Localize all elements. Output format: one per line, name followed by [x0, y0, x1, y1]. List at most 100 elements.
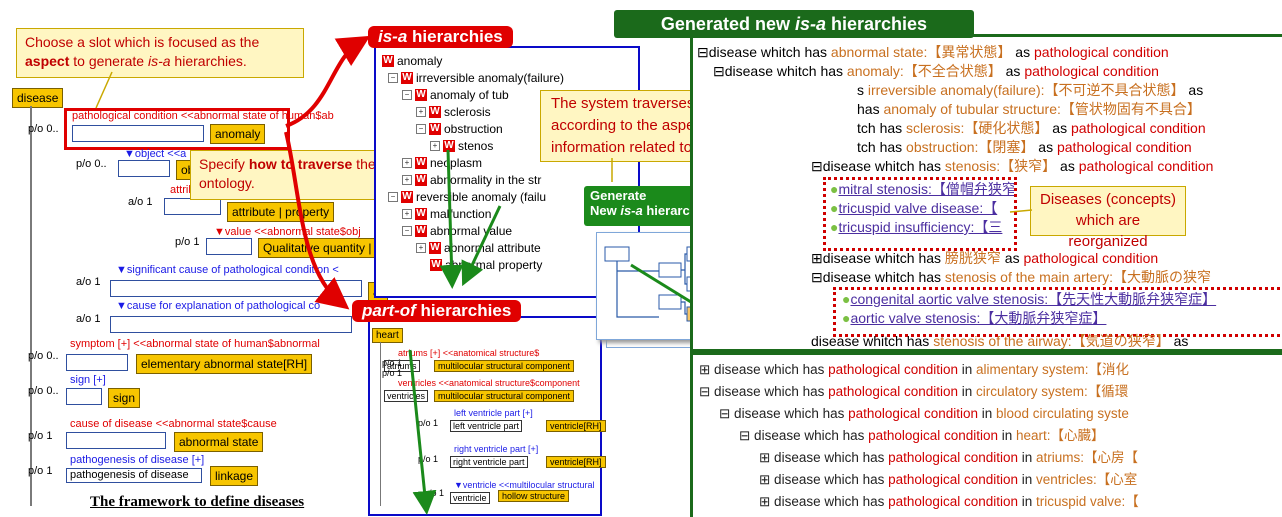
slot-field[interactable]: ventricle [450, 492, 490, 504]
gen-state: anomaly of tubular structure:【管状物固有不具合】 [883, 101, 1201, 117]
loc-prefix[interactable]: ⊟ disease which has [739, 428, 869, 443]
gen-prefix[interactable]: ⊟disease whitch has [811, 158, 945, 174]
slot-field[interactable] [110, 280, 362, 297]
tree-node[interactable]: neoplasm [430, 155, 483, 170]
disease-link[interactable]: tricuspid insufficiency:【三 [838, 219, 1003, 235]
slot-value[interactable]: linkage [210, 466, 259, 486]
slot-field[interactable]: ventricles [384, 390, 429, 402]
loc-prefix[interactable]: ⊟ disease which has [719, 406, 849, 421]
slot-value[interactable]: hollow structure [498, 490, 570, 502]
callout-text: Specify [199, 156, 249, 172]
expand-icon[interactable]: + [430, 140, 440, 151]
slot-field[interactable]: pathogenesis of disease [66, 468, 202, 483]
gen-mid: as [1048, 120, 1071, 136]
gen-prefix[interactable]: has [857, 101, 884, 117]
disease-link[interactable]: congenital aortic valve stenosis:【先天性大動脈… [850, 291, 1217, 307]
tree-node[interactable]: anomaly [397, 53, 443, 68]
disease-link[interactable]: mitral stenosis:【僧帽弁狭窄 [838, 181, 1016, 197]
slot-label: ▼significant cause of pathological condi… [116, 264, 339, 276]
root-disease[interactable]: disease [12, 88, 64, 108]
disease-link[interactable]: aortic valve stenosis:【大動脈弁狭窄症】 [850, 310, 1107, 326]
tree-node[interactable]: obstruction [444, 121, 503, 136]
loc-site: tricuspid valve:【 [1036, 494, 1139, 509]
tree-node[interactable]: abnormal property [445, 257, 543, 272]
expand-icon[interactable]: + [402, 174, 412, 185]
tree-node[interactable]: abnormal attribute [444, 240, 541, 255]
slot-field[interactable] [164, 198, 221, 215]
expand-icon[interactable]: + [416, 242, 426, 253]
concept-icon: W [429, 105, 441, 118]
loc-prefix[interactable]: ⊞ disease which has [759, 494, 889, 509]
disease-link[interactable]: tricuspid valve disease:【 [838, 200, 998, 216]
slot-field[interactable] [72, 125, 204, 142]
tree-node[interactable]: anomaly of tub [430, 87, 509, 102]
isa-hierarchies-label: is-a hierarchies [368, 26, 513, 48]
gen-mid: as [1184, 82, 1204, 98]
collapse-icon[interactable]: − [402, 225, 412, 236]
tree-node[interactable]: reversible anomaly (failu [416, 189, 547, 204]
slot-value[interactable]: anomaly [210, 124, 266, 144]
gen-mid: as [1169, 333, 1189, 349]
gen-prefix[interactable]: ⊟disease whitch has [713, 63, 847, 79]
gen-state: irreversible anomaly(failure):【不可逆不具合状態】 [867, 82, 1185, 98]
slot-field[interactable] [118, 160, 170, 177]
loc-prefix[interactable]: ⊞ disease which has [759, 472, 889, 487]
gen-state: obstruction:【閉塞】 [906, 139, 1035, 155]
partof-root-heart[interactable]: heart [372, 328, 403, 343]
slot-value[interactable]: sign [108, 388, 141, 408]
slot-value[interactable]: multilocular structural component [434, 360, 575, 372]
concept-icon: W [382, 54, 394, 67]
collapse-icon[interactable]: − [388, 191, 398, 202]
tree-node[interactable]: malfunction [430, 206, 492, 221]
slot-field[interactable] [66, 388, 102, 405]
slot-label: left ventricle part [+] [454, 408, 533, 418]
collapse-icon[interactable]: − [416, 123, 426, 134]
slot-field[interactable] [66, 354, 128, 371]
slot-field[interactable] [110, 316, 352, 333]
generate-italic: is-a [620, 203, 643, 218]
expand-icon[interactable]: + [402, 157, 412, 168]
tree-node[interactable]: sclerosis [444, 104, 491, 119]
tree-node[interactable]: abnormal value [430, 223, 513, 238]
loc-condition: pathological condition [828, 384, 958, 399]
gen-condition: pathological condition [1056, 139, 1192, 155]
slot-field[interactable]: right ventricle part [450, 456, 528, 468]
gen-prefix[interactable]: tch has [857, 139, 907, 155]
slot-field[interactable] [66, 432, 166, 449]
loc-site: circulatory system:【循環 [976, 384, 1129, 399]
slot-label: atriums [+] <<anatomical structure$ [398, 348, 540, 358]
loc-prefix[interactable]: ⊞ disease which has [699, 362, 829, 377]
tree-node[interactable]: irreversible anomaly(failure) [416, 70, 565, 85]
loc-condition: pathological condition [868, 428, 998, 443]
concept-icon: W [401, 71, 413, 84]
cardinality: p/o 1 [418, 454, 439, 464]
cardinality: p/o 1 [28, 430, 53, 442]
slot-value[interactable]: ventricle[RH] [546, 456, 606, 468]
gen-prefix[interactable]: s [857, 82, 868, 98]
gen-prefix[interactable]: ⊞disease whitch has [811, 250, 945, 266]
slot-value[interactable]: ventricle[RH] [546, 420, 606, 432]
slot-field[interactable] [206, 238, 252, 255]
slot-value[interactable]: elementary abnormal state[RH] [136, 354, 313, 374]
collapse-icon[interactable]: − [402, 89, 412, 100]
gen-state: sclerosis:【硬化状態】 [906, 120, 1049, 136]
slot-value[interactable]: abnormal state [174, 432, 264, 452]
tree-node[interactable]: abnormality in the str [430, 172, 542, 187]
slot-field[interactable]: left ventricle part [450, 420, 523, 432]
slot-value[interactable]: attribute | property [227, 202, 335, 222]
gen-prefix[interactable]: ⊟disease whitch has [811, 269, 945, 285]
loc-condition: pathological condition [888, 450, 1018, 465]
tree-node[interactable]: stenos [458, 138, 494, 153]
loc-prefix[interactable]: ⊟ disease which has [699, 384, 829, 399]
gen-prefix[interactable]: ⊟disease whitch has [697, 44, 831, 60]
slot-label: ▼cause for explanation of pathological c… [116, 300, 321, 312]
expand-icon[interactable]: + [402, 208, 412, 219]
slot-value[interactable]: Qualitative quantity | [258, 238, 384, 258]
gen-prefix[interactable]: disease whitch has [811, 333, 934, 349]
collapse-icon[interactable]: − [388, 72, 398, 83]
slot-value[interactable]: multilocular structural component [434, 390, 575, 402]
expand-icon[interactable]: + [416, 106, 426, 117]
gen-prefix[interactable]: tch has [857, 120, 907, 136]
loc-prefix[interactable]: ⊞ disease which has [759, 450, 889, 465]
slot-label: ▼object <<a [124, 148, 187, 160]
